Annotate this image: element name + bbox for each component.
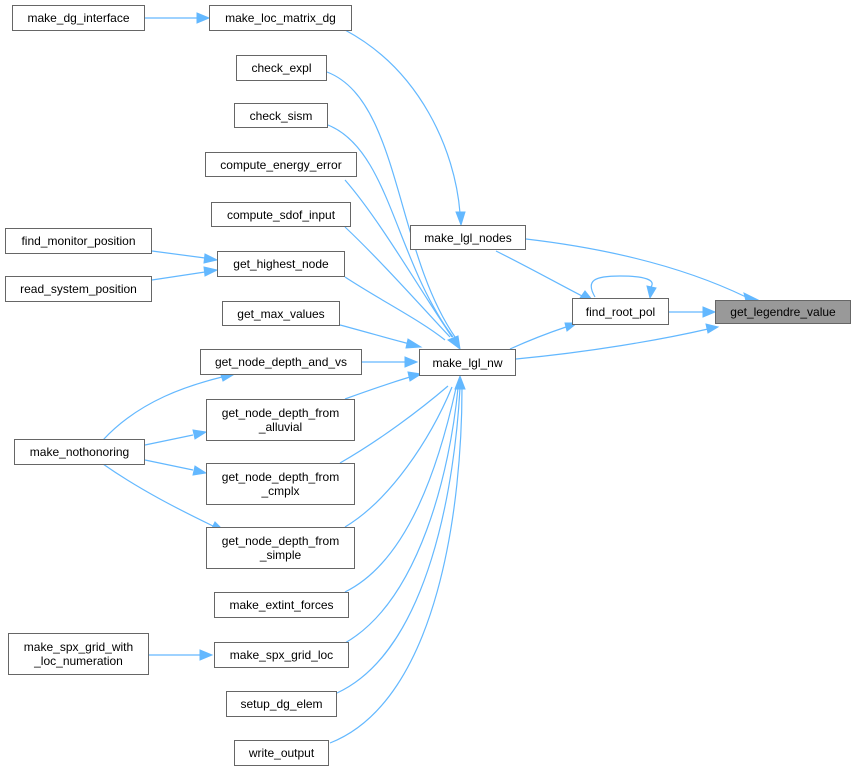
edge-get_max_values-make_lgl_nw <box>339 324 411 345</box>
arrow-into-make_spx_grid_loc <box>199 649 214 661</box>
edge-check_sism-make_lgl_nw <box>327 124 454 338</box>
edge-make_nothonoring-get_node_depth_and_vs <box>102 376 223 441</box>
node-make_loc_matrix_dg[interactable]: make_loc_matrix_dg <box>209 5 352 31</box>
node-label-line1: get_node_depth_from <box>221 406 340 420</box>
node-make_lgl_nw[interactable]: make_lgl_nw <box>419 349 516 376</box>
edge-get_highest_node-make_lgl_nw <box>344 276 446 341</box>
edge-gnd_alluvial-make_lgl_nw <box>344 376 411 400</box>
node-label-line2: _alluvial <box>258 420 303 434</box>
node-check_expl[interactable]: check_expl <box>236 55 327 81</box>
arrow-into-find_root_pol-2 <box>564 322 579 332</box>
arrow-into-get_legendre_value-3 <box>705 323 720 334</box>
node-get_node_depth_from_alluvial[interactable]: get_node_depth_from_alluvial <box>206 399 355 441</box>
edge-make_lgl_nodes-get_legendre_value <box>525 238 747 298</box>
node-label: find_monitor_position <box>21 234 136 248</box>
arrow-into-make_lgl_nw-depthvs <box>404 356 419 368</box>
node-get_highest_node[interactable]: get_highest_node <box>217 251 345 277</box>
arrow-into-make_lgl_nodes <box>455 211 466 227</box>
edge-make_nothonoring-gnd_cmplx <box>144 459 194 471</box>
arrow-into-get_highest_node-2 <box>203 266 219 277</box>
node-label: write_output <box>248 746 315 760</box>
edge-find_monitor_position-get_highest_node <box>151 250 206 259</box>
node-write_output[interactable]: write_output <box>234 740 329 766</box>
node-label: make_lgl_nw <box>432 355 503 370</box>
node-get_legendre_value[interactable]: get_legendre_value <box>715 300 851 324</box>
node-label-line1: make_spx_grid_with <box>23 640 134 654</box>
node-label: get_legendre_value <box>730 305 836 319</box>
node-label-line1: get_node_depth_from <box>221 470 340 484</box>
node-find_monitor_position[interactable]: find_monitor_position <box>5 228 152 254</box>
node-label: make_extint_forces <box>229 598 334 612</box>
arrow-into-find_root_pol-self <box>646 285 657 300</box>
node-get_node_depth_from_simple[interactable]: get_node_depth_from_simple <box>206 527 355 569</box>
node-get_node_depth_and_vs[interactable]: get_node_depth_and_vs <box>200 349 362 375</box>
node-check_sism[interactable]: check_sism <box>234 103 328 128</box>
arrow-into-make_loc_matrix_dg <box>196 12 211 24</box>
node-label: setup_dg_elem <box>240 697 323 711</box>
edge-make_nothonoring-gnd_alluvial <box>144 434 194 446</box>
arrow-into-make_lgl_nw-maxvals <box>405 338 423 349</box>
node-make_spx_grid_with_loc_numeration[interactable]: make_spx_grid_with_loc_numeration <box>8 633 149 675</box>
node-label: check_sism <box>249 108 313 123</box>
edge-compute_energy_error-make_lgl_nw <box>344 179 453 338</box>
node-label-line2: _cmplx <box>261 484 300 498</box>
edge-gnd_simple-make_lgl_nw <box>344 386 453 528</box>
node-get_node_depth_from_cmplx[interactable]: get_node_depth_from_cmplx <box>206 463 355 505</box>
node-setup_dg_elem[interactable]: setup_dg_elem <box>226 691 337 717</box>
node-label: check_expl <box>251 61 312 75</box>
edge-make_loc_matrix_dg-make_lgl_nodes <box>344 29 461 214</box>
node-compute_sdof_input[interactable]: compute_sdof_input <box>211 202 351 227</box>
node-label: compute_sdof_input <box>226 207 336 222</box>
edge-make_lgl_nodes-find_root_pol <box>495 250 583 297</box>
edge-check_expl-make_lgl_nw <box>326 71 456 338</box>
edge-make_lgl_nw-find_root_pol <box>509 326 567 350</box>
node-label: make_spx_grid_loc <box>229 648 334 662</box>
node-label: read_system_position <box>20 282 137 296</box>
edge-make_spx_grid_loc-make_lgl_nw <box>344 387 459 644</box>
edge-gnd_cmplx-make_lgl_nw <box>339 385 449 464</box>
node-label: get_max_values <box>237 306 325 321</box>
node-label: make_dg_interface <box>27 11 130 25</box>
node-label: compute_energy_error <box>220 157 342 172</box>
node-make_spx_grid_loc[interactable]: make_spx_grid_loc <box>214 642 349 668</box>
edge-make_lgl_nw-get_legendre_value <box>515 328 709 360</box>
node-label: make_lgl_nodes <box>424 230 512 245</box>
node-make_dg_interface[interactable]: make_dg_interface <box>12 5 145 31</box>
edge-make_extint_forces-make_lgl_nw <box>344 387 457 593</box>
node-label: get_node_depth_and_vs <box>214 355 348 369</box>
node-label: make_nothonoring <box>29 445 130 459</box>
arrow-into-make_lgl_nw-bottom <box>454 374 466 390</box>
edge-write_output-make_lgl_nw <box>329 387 463 744</box>
arrow-into-make_lgl_nw-alluvial <box>407 371 423 382</box>
edge-setup_dg_elem-make_lgl_nw <box>336 387 461 694</box>
edge-compute_sdof_input-make_lgl_nw <box>344 226 451 338</box>
node-label-line2: _loc_numeration <box>34 654 123 668</box>
node-label-line2: _simple <box>259 548 302 562</box>
edge-read_system_position-get_highest_node <box>151 271 206 281</box>
edge-make_nothonoring-gnd_simple <box>102 463 214 527</box>
node-get_max_values[interactable]: get_max_values <box>222 301 340 326</box>
node-make_lgl_nodes[interactable]: make_lgl_nodes <box>410 225 526 250</box>
node-label: find_root_pol <box>585 304 656 319</box>
arrow-into-make_lgl_nw-top <box>446 335 461 351</box>
arrow-into-gnd_alluvial <box>192 429 208 440</box>
node-find_root_pol[interactable]: find_root_pol <box>572 298 669 325</box>
edge-find_root_pol-self <box>590 275 653 298</box>
node-read_system_position[interactable]: read_system_position <box>5 276 152 302</box>
arrow-into-get_legendre_value-2 <box>702 306 717 318</box>
node-compute_energy_error[interactable]: compute_energy_error <box>205 152 357 177</box>
node-label-line1: get_node_depth_from <box>221 534 340 548</box>
arrow-into-get_highest_node-1 <box>203 253 219 264</box>
node-make_extint_forces[interactable]: make_extint_forces <box>214 592 349 618</box>
node-label: get_highest_node <box>233 257 329 271</box>
arrow-into-gnd_cmplx <box>192 465 208 476</box>
node-make_nothonoring[interactable]: make_nothonoring <box>14 439 145 465</box>
node-label: make_loc_matrix_dg <box>225 11 336 25</box>
